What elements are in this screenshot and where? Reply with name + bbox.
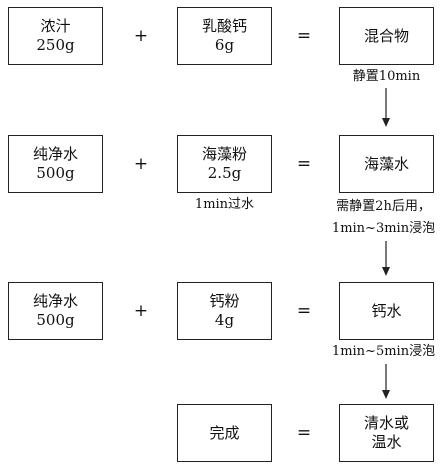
ingredient-box-calcium-powder: 钙粉 4g xyxy=(177,282,272,340)
flow-arrow-3 xyxy=(382,364,390,399)
ingredient-box-pure-water: 纯净水 500g xyxy=(8,135,103,193)
result-box-calcium-water: 钙水 xyxy=(339,282,434,340)
flow-arrow-1 xyxy=(382,88,390,127)
result-name: 混合物 xyxy=(363,26,409,45)
ingredient-amount: 500g xyxy=(36,164,75,182)
ingredient-name: 纯净水 xyxy=(32,145,78,163)
equals-sign: = xyxy=(296,301,312,321)
ingredient-box-juice: 浓汁 250g xyxy=(8,7,103,65)
result-box-mixture: 混合物 xyxy=(339,7,434,65)
ingredient-amount: 250g xyxy=(36,36,75,54)
note-step1: 静置10min xyxy=(352,69,421,84)
result-box-clear-or-warm-water: 清水或 温水 xyxy=(339,404,434,462)
plus-sign: + xyxy=(133,301,149,321)
result-name-line2: 温水 xyxy=(371,433,402,451)
equals-sign: = xyxy=(296,26,312,46)
note-step3: 1min~5min浸泡 xyxy=(331,344,436,359)
result-name: 海藻水 xyxy=(363,154,409,173)
flow-arrow-2 xyxy=(382,241,390,276)
result-name: 钙水 xyxy=(371,301,402,320)
ingredient-amount: 4g xyxy=(214,311,235,329)
ingredient-amount: 2.5g xyxy=(207,164,242,182)
ingredient-name: 海藻粉 xyxy=(201,145,247,163)
note-step2-line1: 需静置2h后用， xyxy=(336,199,431,214)
ingredient-box-calcium-lactate: 乳酸钙 6g xyxy=(177,7,272,65)
equals-sign: = xyxy=(296,423,312,443)
ingredient-amount: 500g xyxy=(36,311,75,329)
ingredient-amount: 6g xyxy=(214,36,235,54)
ingredient-name: 纯净水 xyxy=(32,292,78,310)
step-box-done: 完成 xyxy=(177,404,272,462)
note-middle2: 1min过水 xyxy=(194,197,255,212)
ingredient-box-pure-water-2: 纯净水 500g xyxy=(8,282,103,340)
plus-sign: + xyxy=(133,26,149,46)
note-step2-line2: 1min~3min浸泡 xyxy=(331,221,436,236)
ingredient-name: 乳酸钙 xyxy=(201,17,247,35)
ingredient-name: 钙粉 xyxy=(209,292,240,310)
result-name-line1: 清水或 xyxy=(363,414,409,432)
ingredient-box-seaweed-powder: 海藻粉 2.5g xyxy=(177,135,272,193)
equals-sign: = xyxy=(296,154,312,174)
plus-sign: + xyxy=(133,154,149,174)
step-name: 完成 xyxy=(209,423,240,442)
result-box-seaweed-water: 海藻水 xyxy=(339,135,434,193)
ingredient-name: 浓汁 xyxy=(40,17,71,35)
